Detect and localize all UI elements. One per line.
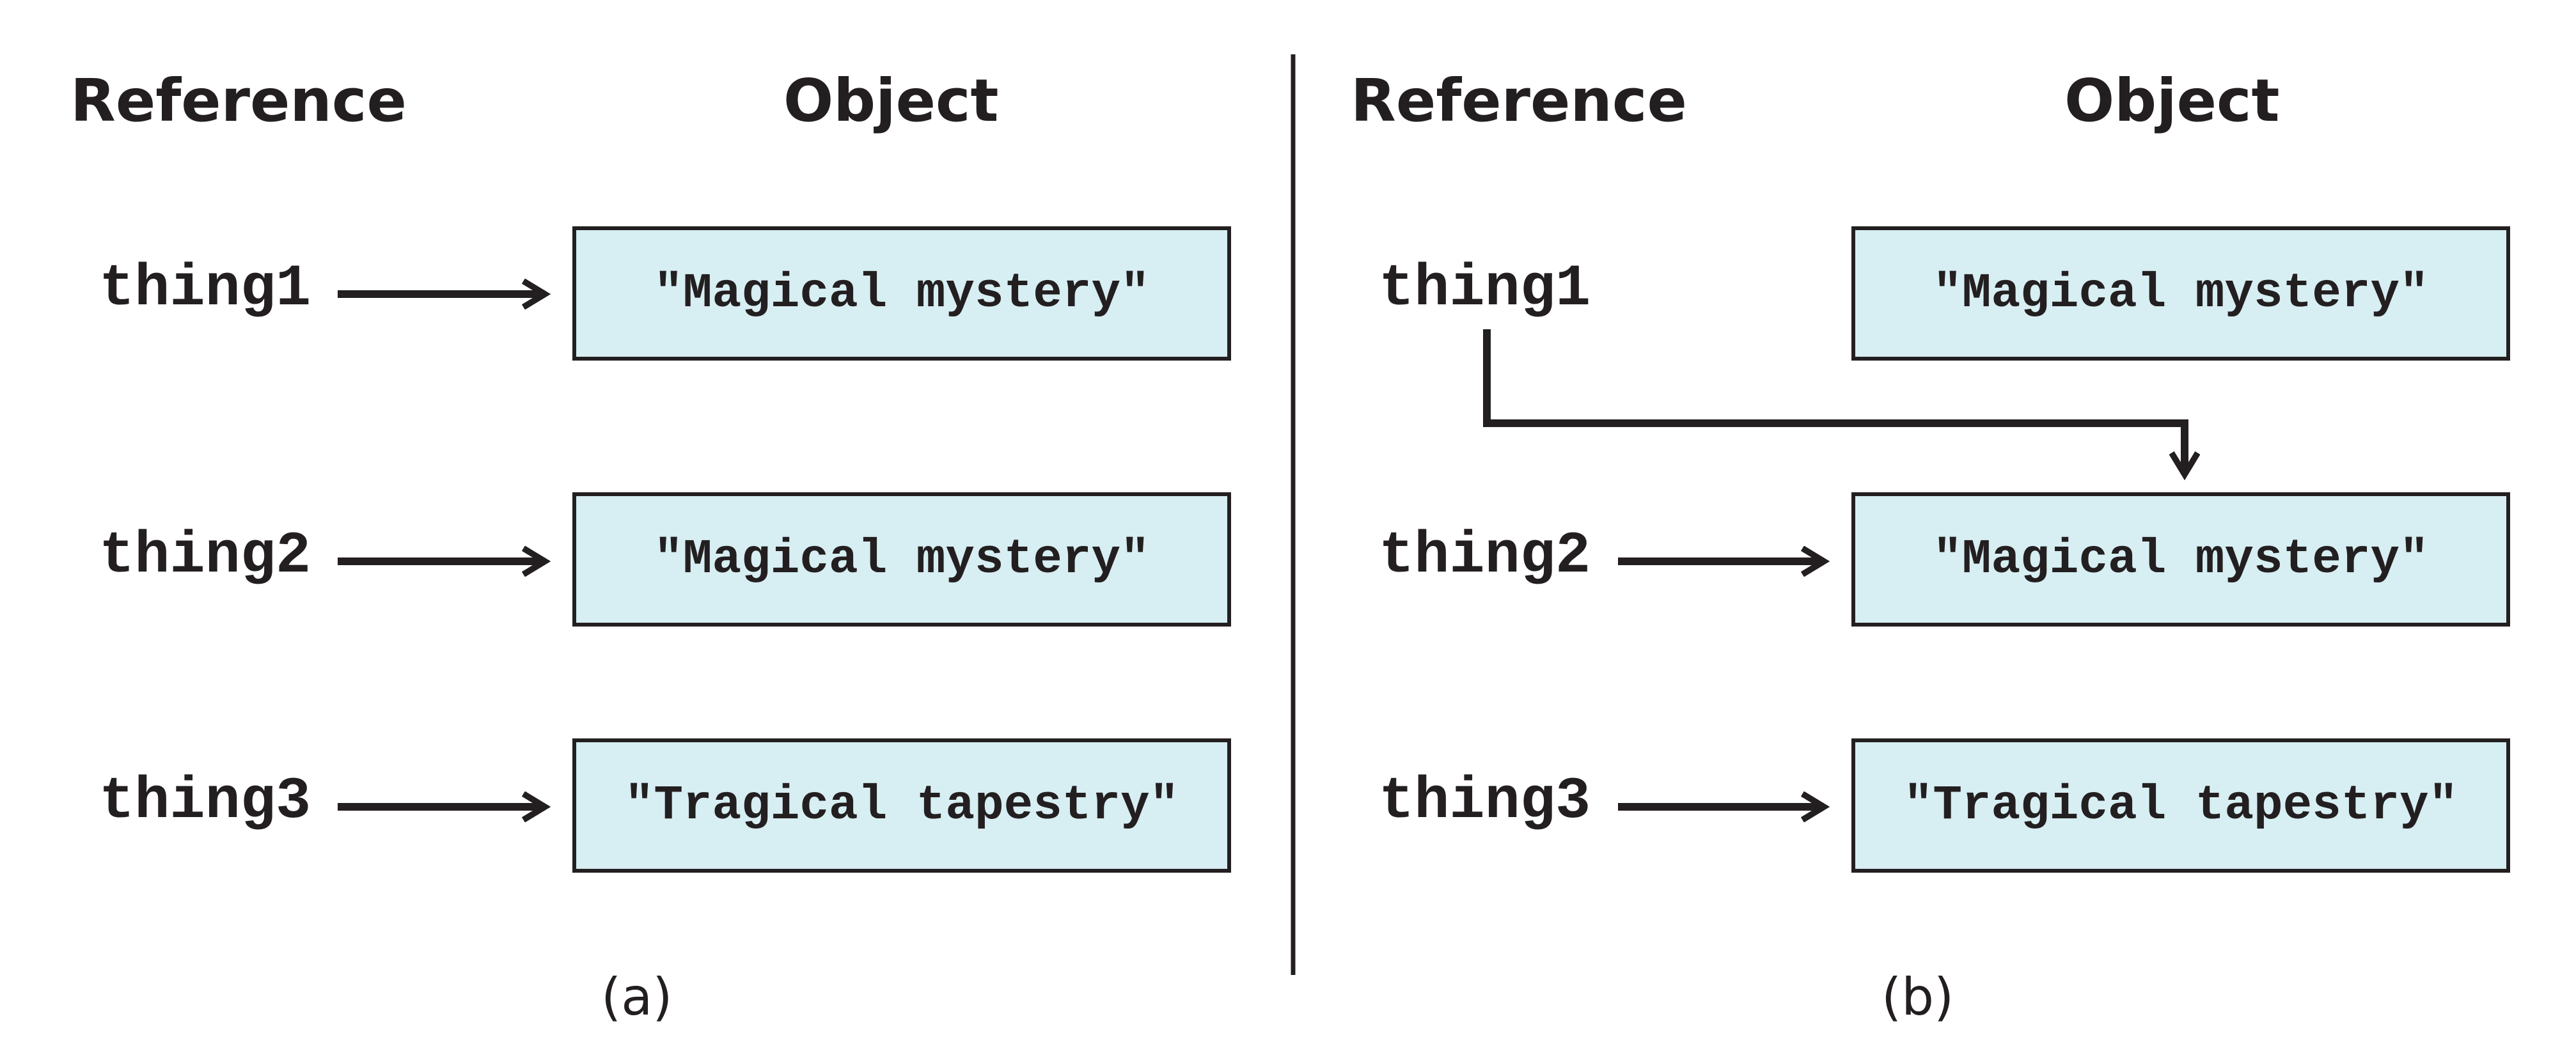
- panel-b-ref-thing1: thing1: [1379, 255, 1591, 322]
- panel-b-object-box-3: "Tragical tapestry": [1851, 738, 2510, 873]
- panel-a-ref-thing2: thing2: [99, 522, 311, 589]
- panel-a-caption: (a): [601, 967, 673, 1027]
- panel-b-object-box-2: "Magical mystery": [1851, 492, 2510, 627]
- panel-a-object-box-3: "Tragical tapestry": [572, 738, 1231, 873]
- panel-a-object-box-2: "Magical mystery": [572, 492, 1231, 627]
- panel-a-reference-header: Reference: [70, 66, 407, 135]
- panel-a-object-box-1: "Magical mystery": [572, 226, 1231, 361]
- panel-b-reference-header: Reference: [1351, 66, 1687, 135]
- panel-b-object-header: Object: [2064, 66, 2280, 135]
- panel-b-arrow-thing1: [1483, 329, 2185, 474]
- panel-a-ref-thing3: thing3: [99, 768, 311, 835]
- panel-a-object-header: Object: [783, 66, 999, 135]
- panel-b-ref-thing2: thing2: [1379, 522, 1591, 589]
- panel-b-caption: (b): [1881, 967, 1954, 1027]
- panel-b-object-box-1: "Magical mystery": [1851, 226, 2510, 361]
- panel-b-ref-thing3: thing3: [1379, 768, 1591, 835]
- panel-a-ref-thing1: thing1: [99, 255, 311, 322]
